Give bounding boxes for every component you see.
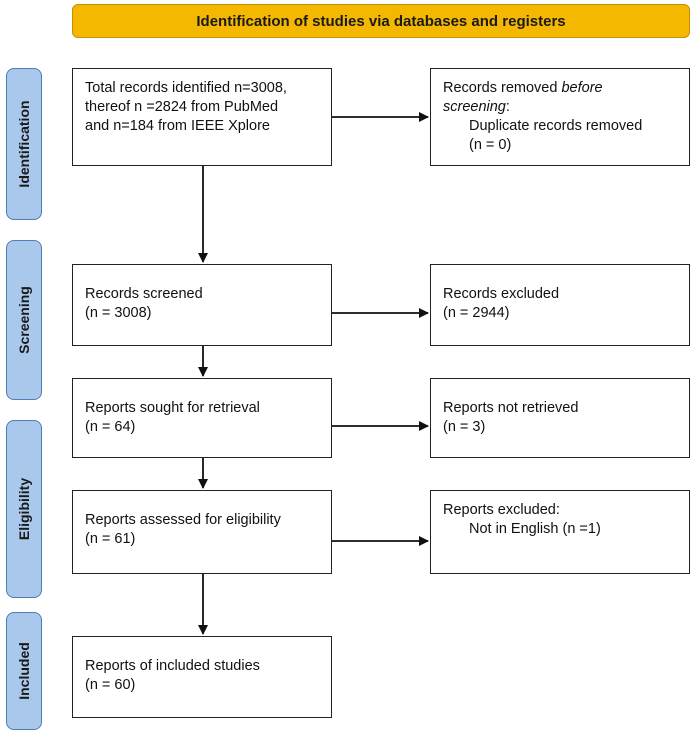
records-removed-title-prefix: Records removed bbox=[443, 80, 562, 96]
phase-screening: Screening bbox=[6, 240, 42, 400]
records-identified-line-3: and n=184 from IEEE Xplore bbox=[85, 118, 270, 134]
reports-assessed-box: Reports assessed for eligibility (n = 61… bbox=[72, 490, 332, 574]
records-removed-subtitle-suffix: : bbox=[505, 99, 510, 115]
records-removed-count: (n = 0) bbox=[469, 137, 512, 153]
records-removed-subtitle: screening: bbox=[443, 98, 677, 117]
records-excluded-box: Records excluded (n = 2944) bbox=[430, 264, 690, 346]
reports-excluded-detail: Not in English (n =1) bbox=[469, 521, 601, 537]
records-screened-count: (n = 3008) bbox=[85, 305, 152, 321]
records-identified-line-2: thereof n =2824 from PubMed bbox=[85, 99, 279, 115]
records-screened-title: Records screened bbox=[85, 286, 203, 302]
reports-excluded-box: Reports excluded: Not in English (n =1) bbox=[430, 490, 690, 574]
records-excluded-title: Records excluded bbox=[443, 286, 560, 302]
reports-assessed-title: Reports assessed for eligibility bbox=[85, 512, 281, 528]
reports-not-retrieved-box: Reports not retrieved (n = 3) bbox=[430, 378, 690, 458]
reports-sought-count: (n = 64) bbox=[85, 419, 136, 435]
diagram-title: Identification of studies via databases … bbox=[72, 4, 690, 38]
reports-included-box: Reports of included studies (n = 60) bbox=[72, 636, 332, 718]
reports-sought-box: Reports sought for retrieval (n = 64) bbox=[72, 378, 332, 458]
records-removed-subtitle-emph: screening bbox=[443, 99, 506, 115]
records-excluded-count: (n = 2944) bbox=[443, 305, 510, 321]
reports-included-title: Reports of included studies bbox=[85, 658, 260, 674]
records-removed-detail: Duplicate records removed bbox=[469, 118, 643, 134]
phase-identification: Identification bbox=[6, 68, 42, 220]
records-removed-title-emph: before bbox=[561, 80, 603, 96]
records-identified-box: Total records identified n=3008, thereof… bbox=[72, 68, 332, 166]
reports-sought-title: Reports sought for retrieval bbox=[85, 400, 260, 416]
records-removed-title: Records removed before bbox=[443, 79, 677, 98]
reports-excluded-title: Reports excluded: bbox=[443, 502, 560, 518]
records-removed-box: Records removed before screening: Duplic… bbox=[430, 68, 690, 166]
reports-not-retrieved-count: (n = 3) bbox=[443, 419, 486, 435]
records-screened-box: Records screened (n = 3008) bbox=[72, 264, 332, 346]
reports-not-retrieved-title: Reports not retrieved bbox=[443, 400, 579, 416]
phase-eligibility: Eligibility bbox=[6, 420, 42, 598]
phase-included: Included bbox=[6, 612, 42, 730]
records-identified-line-1: Total records identified n=3008, bbox=[85, 80, 287, 96]
reports-assessed-count: (n = 61) bbox=[85, 531, 136, 547]
reports-included-count: (n = 60) bbox=[85, 677, 136, 693]
